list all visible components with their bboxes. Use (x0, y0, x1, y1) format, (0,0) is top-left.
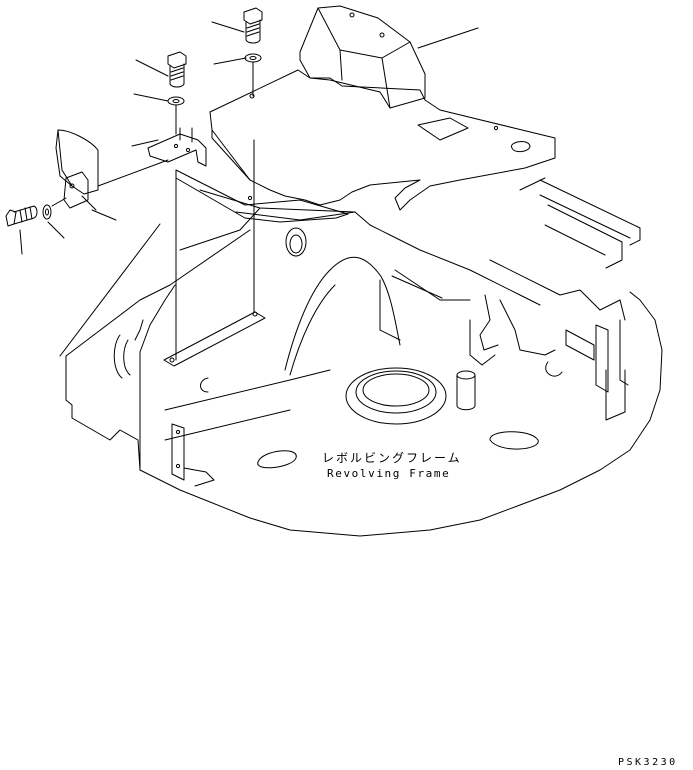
bracket (147, 127, 349, 223)
revolving-frame (65, 177, 663, 537)
drawing-code: PSK3230 (618, 757, 678, 768)
bolt-middle (167, 51, 187, 88)
washer-left (42, 204, 52, 220)
assembly-lines (51, 61, 255, 361)
front-bracket (171, 423, 215, 487)
mount-rail (163, 311, 266, 367)
side-cover (55, 129, 99, 211)
bolt-left (5, 205, 38, 227)
washer-top (244, 53, 262, 63)
frame-label-english: Revolving Frame (327, 467, 451, 480)
leader-lines (19, 21, 479, 357)
bolt-top (243, 7, 263, 44)
washer-middle (167, 96, 185, 106)
frame-label-japanese: レボルビングフレーム (322, 451, 462, 465)
cover-plate (209, 5, 556, 221)
